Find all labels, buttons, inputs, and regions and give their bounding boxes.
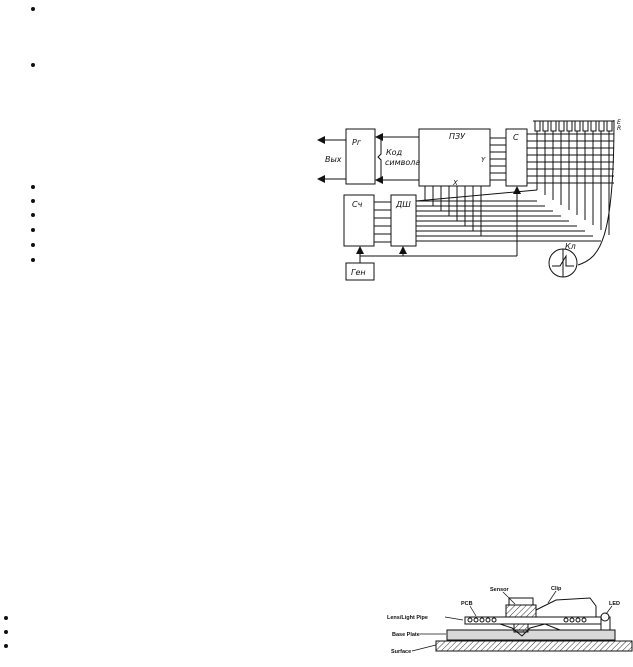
label-gen: Ген <box>351 268 366 277</box>
key-wire <box>577 119 615 266</box>
block-pzu <box>418 128 491 187</box>
mouse-cross-section <box>435 597 633 652</box>
pcb-component <box>575 617 581 623</box>
bullet <box>4 630 8 634</box>
bullet <box>31 199 35 203</box>
resistor <box>566 120 573 132</box>
resistor <box>534 120 541 132</box>
label-led: LED <box>609 601 620 607</box>
key-contact <box>552 254 574 267</box>
label-code-2: символа <box>385 158 420 167</box>
label-sch: Сч <box>352 200 363 209</box>
pcb-component <box>467 617 473 623</box>
resistor <box>598 120 605 132</box>
led-dome <box>600 612 610 622</box>
pcb-component <box>563 617 569 623</box>
bullet <box>31 63 35 67</box>
resistor <box>558 120 565 132</box>
label-base: Base Plate <box>392 632 420 638</box>
label-pg: Рг <box>352 138 362 147</box>
bullet <box>31 185 35 189</box>
label-c: С <box>513 133 519 142</box>
keyboard-labels: Рг ПЗУ С Сч ДШ Ген Вых Код символа Y X К… <box>325 119 621 277</box>
bullet <box>31 258 35 262</box>
pcb-component <box>485 617 491 623</box>
brace <box>377 137 382 180</box>
label-r: R <box>617 125 621 132</box>
resistor <box>582 120 589 132</box>
leader-surface <box>411 644 437 652</box>
resistor <box>606 120 613 132</box>
bullet <box>4 616 8 620</box>
resistor <box>574 120 581 132</box>
lens <box>513 623 529 633</box>
mouse-leaders <box>411 590 613 652</box>
label-code-1: Код <box>386 148 403 157</box>
label-sensor: Sensor <box>490 587 510 593</box>
label-lens: Lens/Light Pipe <box>387 615 428 621</box>
label-kl: Кл <box>565 242 576 251</box>
pcb-component <box>491 617 497 623</box>
pcb-component <box>479 617 485 623</box>
block-pg <box>345 128 376 185</box>
label-surface: Surface <box>391 649 411 655</box>
label-x: X <box>452 179 458 187</box>
sensor <box>505 604 537 618</box>
surface <box>435 640 633 652</box>
resistor <box>550 120 557 132</box>
label-clip: Clip <box>551 586 562 592</box>
leader-pcb <box>469 605 477 617</box>
leader-led <box>605 605 613 615</box>
clip <box>535 597 597 617</box>
leader-clip <box>547 590 557 604</box>
sensor-cap <box>508 597 534 606</box>
pcb-component <box>581 617 587 623</box>
resistor <box>590 120 597 132</box>
label-pcb: PCB <box>461 601 473 607</box>
keyboard-block-diagram <box>317 119 615 281</box>
bullet <box>31 7 35 11</box>
label-out: Вых <box>325 155 342 164</box>
bullet <box>31 243 35 247</box>
label-e: Е <box>617 119 621 126</box>
bullet <box>4 644 8 648</box>
label-y: Y <box>481 156 486 164</box>
column-return <box>415 189 538 202</box>
pcb-component <box>473 617 479 623</box>
leader-lens <box>444 616 464 621</box>
pcb-component <box>569 617 575 623</box>
bullet <box>31 213 35 217</box>
label-pzu: ПЗУ <box>449 132 466 141</box>
bullet <box>31 228 35 232</box>
mouse-labels: Sensor Clip PCB LED Lens/Light Pipe Base… <box>387 586 620 655</box>
base-plate <box>446 629 616 641</box>
resistor <box>542 120 549 132</box>
label-dsh: ДШ <box>395 200 411 209</box>
leader-sensor <box>502 591 516 605</box>
